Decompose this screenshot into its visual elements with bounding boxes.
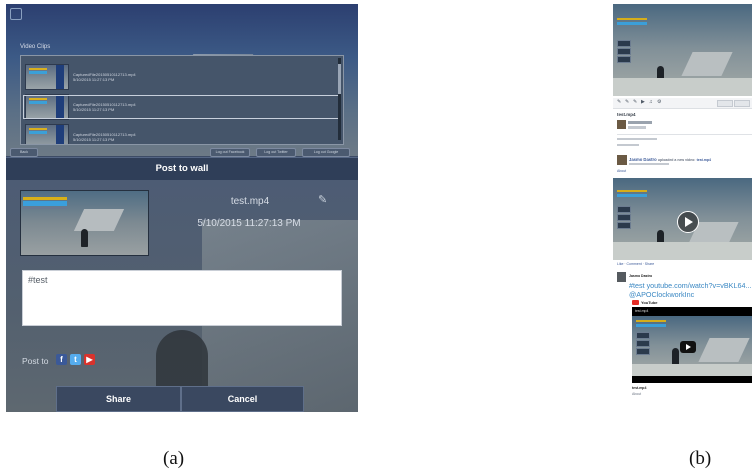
youtube-icon (632, 300, 639, 305)
post-to-wall-header: Post to wall (6, 157, 358, 181)
message-input[interactable]: #test (22, 270, 342, 326)
post-author[interactable]: Jasmo Dastro (629, 157, 657, 162)
video-thumbnail (25, 94, 69, 120)
avatar[interactable] (617, 120, 626, 129)
video-clips-screen: Video Clips CapturedFile20150510112713.m… (6, 4, 358, 157)
embed-title: test.mp4 (635, 309, 649, 313)
video-clip-name: CapturedFile20150510112713.mp4 (73, 132, 136, 137)
logout-twitter-button[interactable]: Log out Twitter (256, 148, 296, 157)
cancel-button[interactable]: Cancel (181, 386, 304, 412)
post-action: uploaded a new video: (657, 158, 696, 162)
publish-info (617, 144, 639, 146)
social-feed-screenshot: ✎ ✎ ✎ ▶ ♫ ⚙ test.mp4 Jasmo Dastro upload… (613, 4, 752, 412)
embedded-video[interactable] (632, 316, 752, 376)
post-to-label: Post to (22, 356, 49, 366)
pencil-icon[interactable]: ✎ (318, 194, 328, 206)
video-clips-list[interactable]: CapturedFile20150510112713.mp4 5/10/2015… (20, 55, 344, 145)
video-title: test.mp4 (617, 112, 636, 117)
facebook-video-player[interactable] (613, 178, 752, 260)
video-clip-info: CapturedFile20150510112713.mp4 5/10/2015… (73, 72, 136, 82)
dialog-title: Post to wall (155, 163, 209, 174)
post-to-wall-dialog: test.mp4 5/10/2015 11:27:13 PM ✎ #test P… (6, 180, 358, 412)
avatar[interactable] (617, 272, 626, 282)
video-thumbnail (25, 64, 69, 90)
facebook-post-header: Jasmo Dastro uploaded a new video: test.… (629, 157, 711, 163)
video-clip-item[interactable]: CapturedFile20150510112713.mp4 5/10/2015… (25, 124, 335, 144)
play-icon[interactable]: ▶ (641, 99, 645, 105)
play-button-icon[interactable] (677, 211, 699, 233)
toolbar-button[interactable] (734, 100, 750, 107)
video-thumbnail (25, 124, 69, 144)
about-link[interactable]: About (617, 169, 627, 173)
video-date: 5/10/2015 11:27:13 PM (197, 218, 301, 229)
channel-name (628, 121, 652, 124)
clips-scrollbar[interactable] (338, 58, 341, 140)
video-filename: test.mp4 (230, 196, 270, 207)
video-toolbar: ✎ ✎ ✎ ▶ ♫ ⚙ (613, 98, 752, 109)
caption-a: (a) (163, 448, 185, 469)
subscribe-button[interactable] (628, 126, 646, 129)
toolbar-button[interactable] (717, 100, 733, 107)
embed-footer-sub: About (632, 392, 642, 396)
video-clip-name: CapturedFile20150510112713.mp4 (73, 72, 136, 77)
post-video-link[interactable]: test.mp4 (696, 158, 711, 162)
facebook-icon[interactable]: f (56, 354, 67, 365)
post-actions[interactable]: Like · Comment · Share (617, 262, 655, 266)
menu-icon[interactable] (10, 8, 22, 20)
youtube-icon[interactable]: ▶ (84, 354, 95, 365)
mobile-app-screen: Video Clips CapturedFile20150510112713.m… (6, 4, 358, 412)
video-clip-info: CapturedFile20150510112713.mp4 5/10/2015… (73, 132, 136, 142)
video-clip-date: 5/10/2015 11:27:13 PM (73, 137, 115, 142)
video-clip-info: CapturedFile20150510112713.mp4 5/10/2015… (73, 102, 136, 112)
video-thumbnail (20, 190, 149, 256)
youtube-label: YouTube (641, 300, 658, 305)
logout-facebook-button[interactable]: Log out Facebook (210, 148, 250, 157)
edit-icon[interactable]: ✎ (617, 99, 622, 105)
embed-footer-title: test.mp4 (632, 386, 647, 390)
video-player[interactable] (613, 4, 752, 96)
video-clip-date: 5/10/2015 11:27:13 PM (73, 107, 115, 112)
youtube-play-icon[interactable] (680, 341, 696, 353)
video-actions (617, 138, 657, 140)
edit-icon[interactable]: ✎ (633, 99, 638, 105)
video-clip-name: CapturedFile20150510112713.mp4 (73, 102, 136, 107)
selected-clip-highlight (23, 95, 339, 119)
caption-b: (b) (689, 448, 712, 469)
tweet-author[interactable]: Jasmo Dastro (629, 274, 653, 278)
video-clip-item[interactable]: CapturedFile20150510112713.mp4 5/10/2015… (25, 64, 335, 90)
avatar[interactable] (617, 155, 627, 165)
share-button[interactable]: Share (56, 386, 181, 412)
twitter-icon[interactable]: t (70, 354, 81, 365)
video-clip-date: 5/10/2015 11:27:13 PM (73, 77, 115, 82)
music-icon[interactable]: ♫ (649, 99, 653, 105)
post-timestamp (629, 163, 669, 165)
tweet-text[interactable]: #test youtube.com/watch?v=vBKL64... @APO… (629, 281, 752, 299)
message-text[interactable]: #test (28, 275, 48, 285)
video-clips-buttons: Back Log out Facebook Log out Twitter Lo… (6, 148, 358, 157)
logout-google-button[interactable]: Log out Google (302, 148, 350, 157)
video-clips-title: Video Clips (20, 44, 51, 50)
back-button[interactable]: Back (10, 148, 38, 157)
edit-icon[interactable]: ✎ (625, 99, 630, 105)
video-clip-item[interactable]: CapturedFile20150510112713.mp4 5/10/2015… (25, 94, 335, 120)
divider (617, 134, 752, 135)
settings-icon[interactable]: ⚙ (657, 99, 662, 105)
